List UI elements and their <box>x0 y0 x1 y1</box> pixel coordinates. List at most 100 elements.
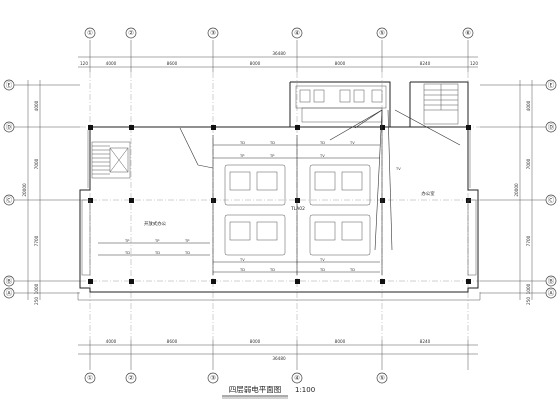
dim-span-1: 4000 <box>106 61 117 66</box>
svg-text:①: ① <box>87 29 93 37</box>
svg-text:Ⓒ: Ⓒ <box>548 196 555 204</box>
label-tp-4: TP <box>239 154 245 158</box>
svg-text:④: ④ <box>294 29 300 37</box>
stair-left <box>91 141 131 179</box>
dim-right-span-2: 7000 <box>526 158 531 169</box>
svg-text:⑤: ⑤ <box>379 29 385 37</box>
dim-edge-left: 120 <box>80 61 88 66</box>
dim-span-3: 8000 <box>250 61 261 66</box>
dim-left-edge: 250 <box>34 297 39 305</box>
left-dimensions: 20000 4000 7000 7700 1000 250 <box>14 80 80 305</box>
dim-left-span-1: 4000 <box>34 100 39 111</box>
axis-bubble-5: ⑤ <box>376 27 388 39</box>
svg-text:Ⓔ: Ⓔ <box>548 81 555 89</box>
title-text: 四层弱电平面图 <box>229 384 282 394</box>
building-walls <box>77 81 481 301</box>
axis-bubble-4: ④ <box>291 27 303 39</box>
svg-text:Ⓑ: Ⓑ <box>548 277 555 285</box>
svg-text:②: ② <box>128 374 134 382</box>
left-axis-bubble-D: Ⓓ <box>3 121 15 133</box>
bottom-axis-bubble-3: ③ <box>207 372 219 384</box>
right-axis-bubble-A: Ⓐ <box>545 287 557 299</box>
dim-left-span-3: 7700 <box>34 235 39 246</box>
dim-bottom-span-3: 8000 <box>250 339 261 344</box>
label-tp-3: TP <box>184 239 190 243</box>
left-axis-bubble-C: Ⓒ <box>3 194 15 206</box>
room-labels: 开放式办公 办公室 TLA02 <box>144 190 435 227</box>
label-td-1: TD <box>124 251 130 255</box>
label-tv-5: TV <box>395 167 401 171</box>
bottom-axis-bubble-4: ④ <box>291 372 303 384</box>
dim-bottom-span-4: 8000 <box>335 339 346 344</box>
dim-span-2: 8600 <box>167 61 178 66</box>
label-td-5: TD <box>269 141 275 145</box>
left-axis-bubble-A: Ⓐ <box>3 287 15 299</box>
dim-right-span-1: 4000 <box>526 100 531 111</box>
axis-bubble-1: ① <box>84 27 96 39</box>
cable-routes <box>98 109 461 275</box>
side-doors <box>81 199 477 276</box>
label-tv-4: TV <box>319 258 325 262</box>
label-tp-5: TP <box>269 154 275 158</box>
room-label-office: 办公室 <box>421 190 435 197</box>
title-scale: 1:100 <box>295 386 315 394</box>
left-axis-bubble-B: Ⓑ <box>3 275 15 287</box>
dim-bottom-span-5: 8240 <box>420 339 431 344</box>
meeting-pods <box>224 164 371 256</box>
axis-bubble-6: ⑥ <box>462 27 474 39</box>
label-td-8: TD <box>269 268 275 272</box>
dim-right-total: 20000 <box>514 183 519 197</box>
room-label-open-office: 开放式办公 <box>144 220 167 227</box>
dim-right-span-3: 7700 <box>526 235 531 246</box>
label-td-10: TD <box>349 268 355 272</box>
svg-text:Ⓐ: Ⓐ <box>6 289 13 297</box>
label-tv-2: TV <box>319 154 325 158</box>
top-axis-bubbles: ① ② ③ ④ ⑤ ⑥ <box>84 27 474 39</box>
bottom-axis-bubble-5: ⑤ <box>376 372 388 384</box>
bottom-dimensions: 4000 8600 8000 8000 8240 36480 <box>78 339 478 370</box>
dim-span-5: 8240 <box>420 61 431 66</box>
svg-text:Ⓑ: Ⓑ <box>6 277 13 285</box>
device-labels: TP TP TP TD TD TD TD TD TD TV TP TP TV T… <box>124 141 401 272</box>
label-td-9: TD <box>319 268 325 272</box>
label-tp-1: TP <box>124 239 130 243</box>
label-td-3: TD <box>184 251 190 255</box>
label-tp-2: TP <box>154 239 160 243</box>
bottom-axis-bubble-1: ① <box>84 372 96 384</box>
svg-text:Ⓓ: Ⓓ <box>548 123 555 131</box>
dim-bottom-total: 36480 <box>272 356 286 361</box>
svg-text:Ⓓ: Ⓓ <box>6 123 13 131</box>
svg-text:Ⓒ: Ⓒ <box>6 196 13 204</box>
stair-right <box>423 83 459 125</box>
right-axis-bubble-D: Ⓓ <box>545 121 557 133</box>
dim-bottom-span-2: 8600 <box>167 339 178 344</box>
dim-edge-right: 120 <box>470 61 478 66</box>
drawing-title: 四层弱电平面图 1:100 <box>222 384 315 399</box>
svg-text:③: ③ <box>210 29 216 37</box>
svg-text:Ⓔ: Ⓔ <box>6 81 13 89</box>
svg-text:⑥: ⑥ <box>465 29 471 37</box>
right-axis-bubble-E: Ⓔ <box>545 79 557 91</box>
right-axis-bubble-B: Ⓑ <box>545 275 557 287</box>
dim-total-top: 36480 <box>272 51 286 56</box>
svg-text:④: ④ <box>294 374 300 382</box>
svg-text:①: ① <box>87 374 93 382</box>
room-label-ups: TLA02 <box>290 206 305 212</box>
label-tv-1: TV <box>349 141 355 145</box>
svg-text:②: ② <box>128 29 134 37</box>
top-dimensions: 36480 120 4000 8600 8000 8000 8240 120 <box>78 40 478 72</box>
svg-text:Ⓐ: Ⓐ <box>548 289 555 297</box>
right-dimensions: 20000 4000 7000 7700 1000 250 <box>480 80 546 305</box>
axis-bubble-3: ③ <box>207 27 219 39</box>
left-axis-bubbles: Ⓔ Ⓓ Ⓒ Ⓑ Ⓐ <box>3 79 15 299</box>
dim-left-total: 20000 <box>22 183 27 197</box>
structural-columns <box>88 125 471 284</box>
label-td-7: TD <box>239 268 245 272</box>
label-td-6: TD <box>319 141 325 145</box>
right-axis-bubble-C: Ⓒ <box>545 194 557 206</box>
dim-bottom-span-1: 4000 <box>106 339 117 344</box>
dim-right-edge: 250 <box>526 297 531 305</box>
svg-text:③: ③ <box>210 374 216 382</box>
label-tv-3: TV <box>239 258 245 262</box>
